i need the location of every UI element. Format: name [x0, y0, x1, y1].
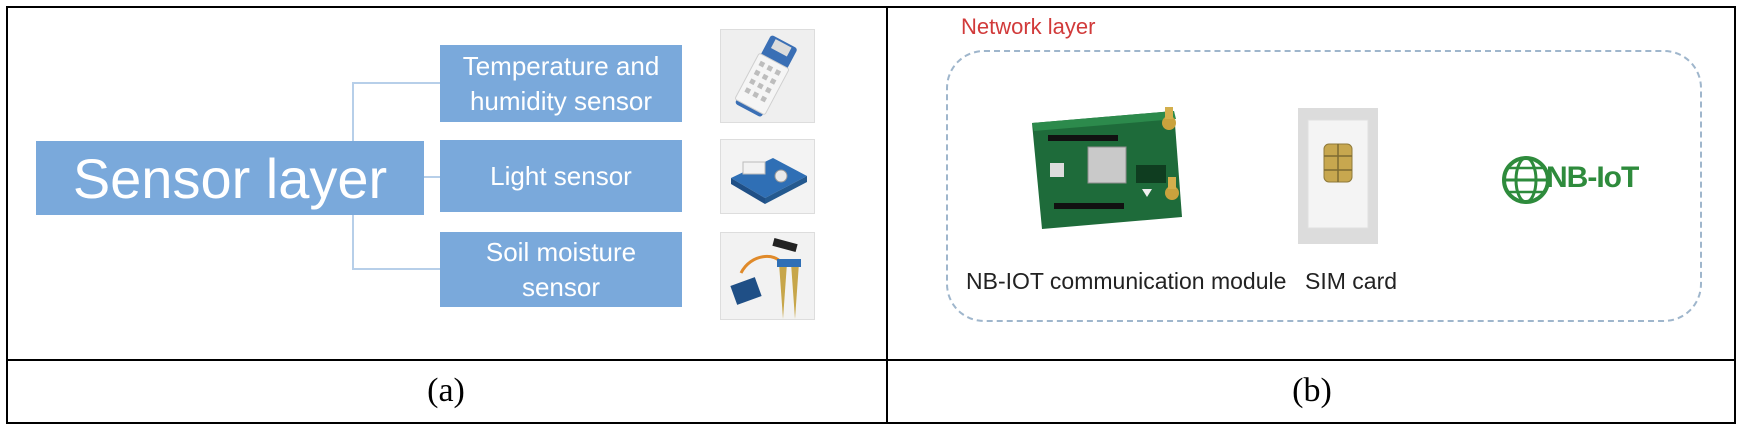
sensor-layer-box: Sensor layer: [36, 141, 424, 215]
temperature-humidity-sensor-box: Temperature and humidity sensor: [440, 45, 682, 122]
nb-iot-module-photo: [1024, 105, 1194, 235]
nb-iot-logo-text: NB-IoT: [1546, 161, 1639, 194]
tree-connector-bottom: [352, 268, 442, 270]
sim-card-label: SIM card: [1305, 268, 1398, 294]
caption-b: (b): [1292, 372, 1332, 409]
soil-moisture-sensor-box: Soil moisture sensor: [440, 232, 682, 307]
caption-a: (a): [427, 372, 465, 409]
panel-divider: [886, 6, 888, 424]
temperature-humidity-sensor-photo: [720, 29, 815, 123]
network-layer-title: Network layer: [961, 14, 1096, 39]
nb-iot-module-label: NB-IOT communication module: [966, 268, 1287, 294]
light-sensor-box: Light sensor: [440, 140, 682, 212]
light-sensor-photo: [720, 139, 815, 214]
caption-divider: [6, 359, 1736, 361]
soil-moisture-sensor-photo: [720, 232, 815, 320]
figure-frame: [6, 6, 1736, 424]
sim-card-photo: [1298, 108, 1378, 244]
tree-connector-top: [352, 82, 442, 84]
network-layer-frame: [946, 50, 1702, 322]
nb-iot-logo: NB-IoT: [1500, 150, 1650, 210]
